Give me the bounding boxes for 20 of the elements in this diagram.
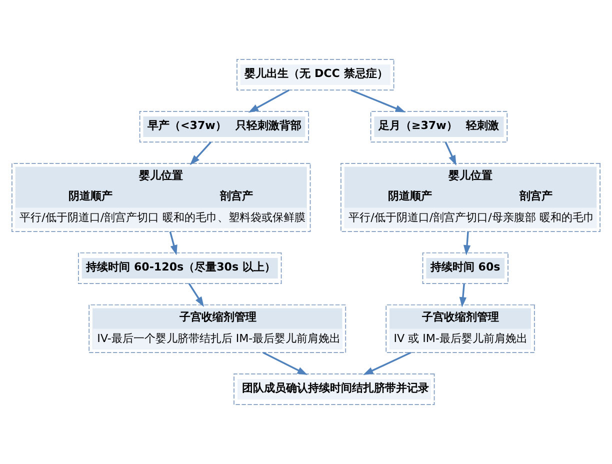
arrow <box>463 232 471 256</box>
node-box: 婴儿位置 阴道顺产 剖宫产 平行/低于阴道口/剖宫产切口 暖和的毛巾、塑料袋或保鲜膜 <box>12 162 311 232</box>
node-box: 早产（<37w） 只轻刺激背部 <box>139 110 309 142</box>
arrow <box>169 231 178 256</box>
arrow <box>190 142 212 166</box>
arrow <box>362 352 412 375</box>
node-box: 婴儿位置 阴道顺产 剖宫产 平行/低于阴道口/剖宫产切口/母亲腹部 暖和的毛巾 <box>340 162 600 232</box>
arrow <box>444 142 456 166</box>
node-box: 子宫收缩剂管理 IV 或 IM-最后婴儿前肩娩出 <box>386 304 535 354</box>
arrow <box>350 89 406 112</box>
node-box: 团队成员确认持续时间结扎脐带并记录 <box>234 373 435 406</box>
node-box: 持续时间 60-120s（尽量30s 以上） <box>78 252 282 284</box>
arrow <box>188 283 204 307</box>
node-box: 子宫收缩剂管理 IV-最后一个婴儿脐带结扎后 IM-最后婴儿前肩娩出 <box>88 304 346 354</box>
arrow <box>459 284 467 308</box>
arrow <box>262 352 308 376</box>
node-box: 婴儿出生（无 DCC 禁忌症） <box>236 58 394 91</box>
arrow <box>248 89 290 113</box>
node-box: 足月（≥37w） 轻刺激 <box>370 110 508 142</box>
node-box: 持续时间 60s <box>422 252 508 284</box>
